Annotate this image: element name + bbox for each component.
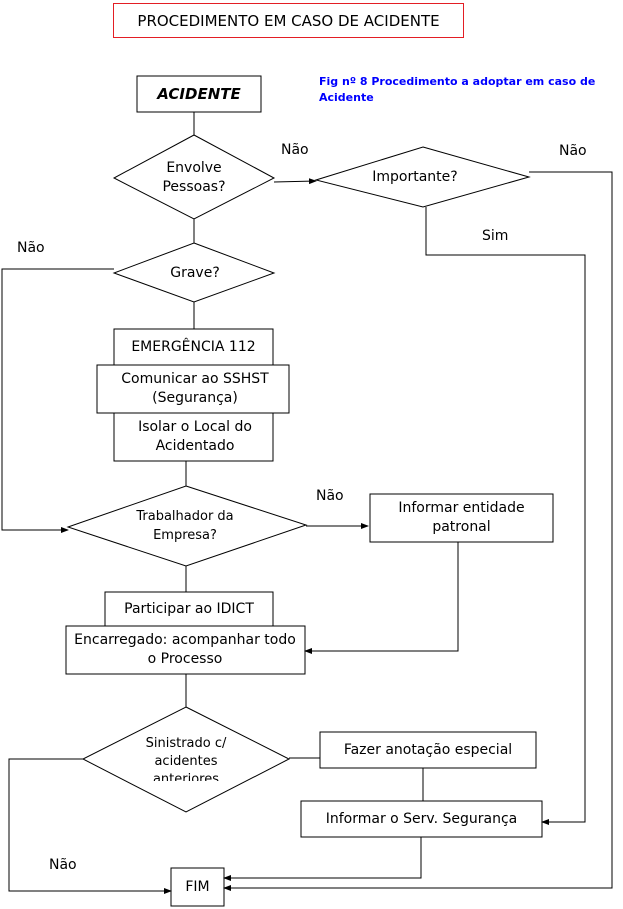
edge-sinistrado-nao — [8, 758, 172, 894]
start-node — [136, 75, 262, 113]
sinistrado-label: Sinistrado c/ acidentes anteriores — [145, 736, 227, 781]
edge-label-envolve-nao: Não — [281, 142, 309, 158]
decision-sinistrado — [81, 706, 291, 813]
informar-entidade-box — [369, 493, 554, 543]
grave-label: Grave? — [170, 264, 220, 281]
anotacao-box — [319, 731, 537, 769]
edge-entidade-encarregado — [304, 542, 459, 654]
encarregado-label: Encarregado: acompanhar todo o Processo — [74, 632, 296, 667]
edge-label-importante-sim: Sim — [482, 228, 509, 244]
edge-importante-sim — [425, 207, 586, 825]
edge-label-trabalhador-nao: Não — [316, 488, 344, 504]
edge-envolve-importante — [273, 178, 317, 185]
start-label: ACIDENTE — [157, 84, 241, 103]
edge-label-sinistrado-nao: Não — [49, 857, 77, 873]
comunicar-label: Comunicar ao SSHST (Segurança) — [121, 371, 269, 406]
isolar-box — [113, 412, 274, 462]
decision-importante — [314, 146, 531, 208]
edge-importante-nao — [223, 171, 613, 891]
figure-caption: Fig nº 8 Procedimento a adoptar em caso … — [319, 75, 596, 104]
anotacao-label: Fazer anotação especial — [343, 741, 513, 758]
edge-grave-nao — [1, 268, 114, 533]
edge-serv-fim — [223, 837, 422, 881]
edge-label-importante-nao: Não — [559, 143, 587, 159]
isolar-label: Isolar o Local do Acidentado — [138, 419, 252, 454]
informar-entidade-label: Informar entidade patronal — [398, 500, 525, 535]
importante-label: Importante? — [372, 168, 458, 185]
envolve-pessoas-label: Envolve Pessoas? — [162, 160, 226, 195]
trabalhador-label: Trabalhador da Empresa? — [136, 509, 234, 543]
edge-label-grave-nao: Não — [17, 240, 45, 256]
emergencia-label: EMERGÊNCIA 112 — [131, 338, 256, 355]
fim-label: FIM — [185, 878, 210, 895]
participar-label: Participar ao IDICT — [124, 600, 254, 617]
informar-serv-label: Informar o Serv. Segurança — [325, 810, 518, 827]
page-title: PROCEDIMENTO EM CASO DE ACIDENTE — [113, 3, 464, 38]
